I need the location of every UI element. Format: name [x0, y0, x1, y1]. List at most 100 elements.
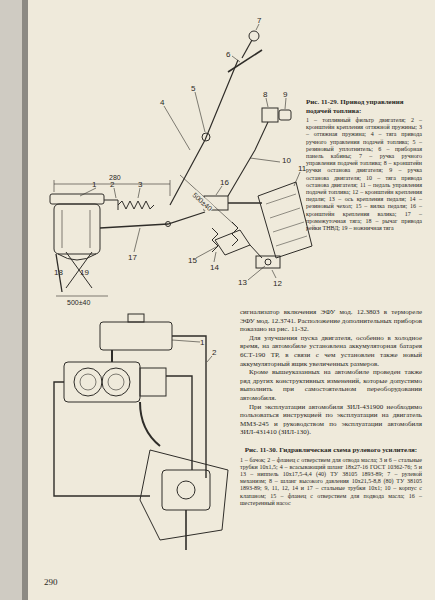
callout-number: 15: [188, 256, 197, 265]
stop-rod: [228, 122, 268, 196]
callout-number: 9: [283, 90, 287, 99]
rod-joint: [166, 222, 171, 227]
pedal-bracket: [256, 256, 280, 268]
book-page: [26, 0, 435, 600]
leader-line: [134, 228, 140, 252]
leader-line: [195, 92, 205, 132]
callout-number: 11: [298, 164, 306, 173]
hand-knob: [249, 31, 259, 41]
leader-line: [164, 106, 190, 150]
leader-line: [294, 172, 300, 186]
page-edge: [22, 0, 28, 600]
leader-line: [114, 188, 116, 198]
rubber-seal: [202, 133, 210, 141]
pump-gear: [102, 368, 130, 396]
text-column: Рис. 11-29. Привод управления подачей то…: [306, 98, 422, 232]
pitman-arm: [185, 510, 187, 550]
fuel-control-drive: [50, 31, 312, 296]
filter-cap: [50, 194, 104, 204]
leader-line: [138, 188, 140, 198]
pedal-ribs: [266, 194, 307, 246]
stop-bracket: [262, 108, 278, 122]
leader-line: [172, 340, 200, 342]
leader-line: [216, 186, 222, 195]
body-paragraph: Кроме вышеуказанных на автомобиле провед…: [240, 368, 422, 402]
gear-hub: [108, 374, 124, 390]
figure-caption: Рис. 11-30. Гидравлическая схема рулевог…: [240, 446, 422, 455]
callout-number: 17: [128, 253, 137, 262]
rubber-boot: [212, 222, 238, 252]
callout-number: 2: [212, 348, 216, 357]
dimension-line: [56, 296, 108, 297]
text-column: сигнализатор включения ЭФУ мод. 12.3803 …: [240, 308, 422, 437]
scissor-rod: [66, 252, 92, 288]
stop-handle: [279, 110, 291, 120]
return-line: [54, 382, 150, 496]
callout-number: 14: [210, 263, 219, 272]
leader-line: [250, 158, 280, 162]
pump-housing: [64, 362, 140, 402]
fuel-filter: [54, 204, 100, 254]
valve-body: [140, 368, 166, 396]
leader-line: [232, 56, 240, 62]
pressure-pipe: [166, 376, 192, 470]
dimension-tick: [170, 180, 171, 196]
hand-control-rod: [170, 60, 238, 205]
callout-number: 13: [238, 278, 247, 287]
callout-number: 6: [226, 50, 230, 59]
leader-line: [266, 98, 268, 107]
dimension-line: [180, 175, 238, 228]
return-spring: [118, 201, 154, 209]
callout-number: 8: [263, 90, 267, 99]
steering-gear: [140, 450, 228, 540]
pedal-axle: [265, 259, 271, 265]
callout-number: 4: [160, 98, 164, 107]
callout-number: 10: [282, 156, 291, 165]
callout-number: 12: [273, 279, 282, 288]
pedal-link: [250, 245, 262, 258]
intermediate-rod: [100, 212, 205, 228]
accelerator-pedal: [258, 182, 312, 258]
callout-number: 5: [191, 84, 195, 93]
high-pressure-hose: [140, 402, 160, 446]
callout-number: 7: [257, 16, 261, 25]
figure-caption: Рис. 11-29. Привод управления подачей то…: [306, 98, 422, 115]
leader-lines: [80, 24, 300, 280]
leader-line: [272, 270, 276, 278]
callout-number: 18: [54, 268, 63, 277]
leader-line: [207, 356, 212, 362]
leader-line: [214, 252, 216, 262]
leader-line: [285, 98, 286, 109]
figure-legend: 1 – бачок; 2 – фланец с отверстием для о…: [240, 457, 422, 507]
text-column: Рис. 11-30. Гидравлическая схема рулевог…: [240, 446, 422, 507]
callout-number: 1: [92, 180, 96, 189]
body-paragraph: При эксплуатации автомобиля ЗИЛ-431900 н…: [240, 403, 422, 437]
dimension-label: 500±40: [66, 298, 91, 307]
tank-filler: [128, 314, 144, 322]
callout-number: 16: [220, 178, 229, 187]
pump-gear: [74, 368, 102, 396]
leader-line: [248, 266, 265, 280]
dimension-tick: [54, 180, 55, 192]
suction-hose: [111, 350, 113, 362]
hydraulic-scheme: [54, 314, 228, 550]
callout-number: 19: [80, 268, 89, 277]
oil-tank: [100, 322, 172, 350]
body-paragraph: сигнализатор включения ЭФУ мод. 12.3803 …: [240, 308, 422, 334]
body-paragraph: Для улучшения пуска двигателя, особенно …: [240, 334, 422, 368]
figure-legend: 1 – топливный фильтр двигателя; 2 – крон…: [306, 117, 422, 232]
filter-shade: [62, 210, 63, 248]
steering-cylinder: [162, 470, 210, 510]
callout-number: 3: [138, 180, 142, 189]
leader-line: [80, 188, 96, 196]
page-number: 290: [44, 578, 58, 587]
callout-number: 1: [200, 338, 204, 347]
pedal-shaft: [228, 202, 262, 203]
steering-shaft: [177, 481, 195, 499]
dimension-label: 280: [108, 173, 122, 182]
knob-stem: [242, 40, 252, 58]
filter-shade: [90, 210, 91, 248]
leader-line: [196, 246, 218, 258]
spring-bracket: [104, 200, 118, 210]
